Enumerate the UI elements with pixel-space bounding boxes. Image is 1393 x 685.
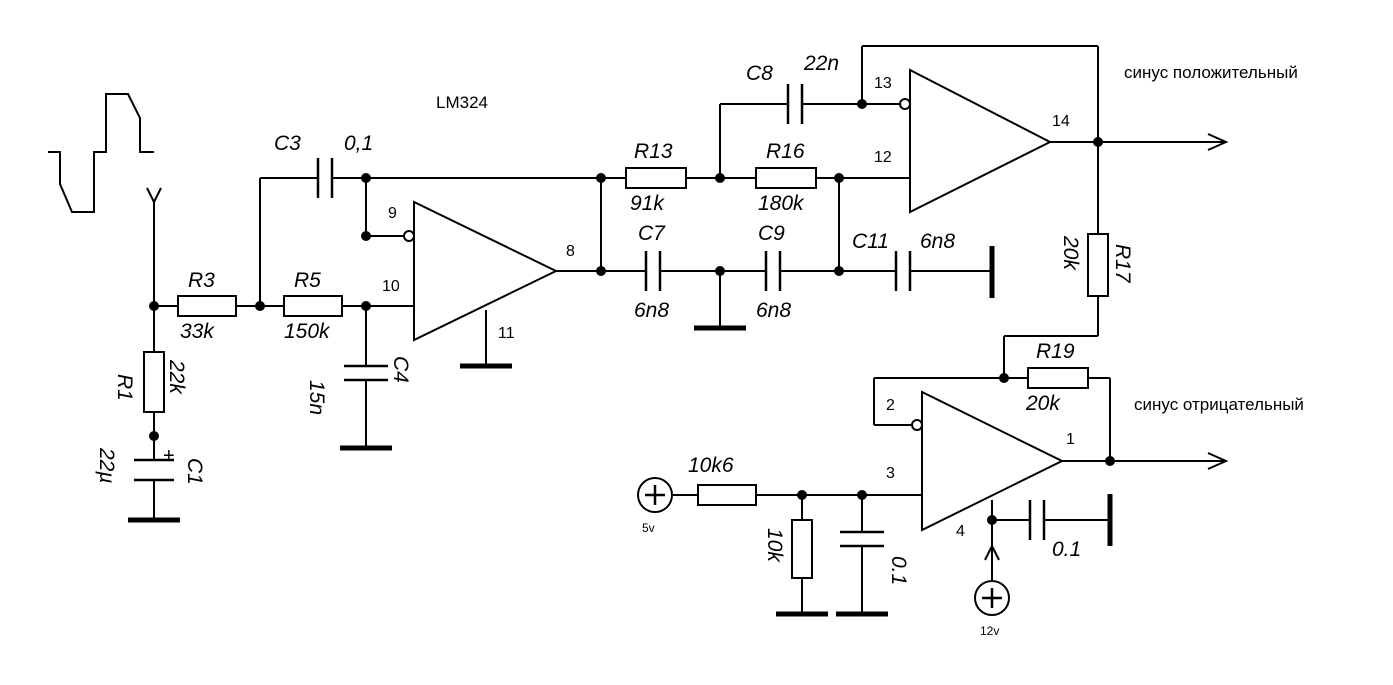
resistor-10k6: 10k6	[688, 454, 757, 506]
capacitor-c3: C3 0,1	[274, 132, 373, 198]
pin-3: 3	[886, 465, 895, 482]
r5-value: 150k	[284, 320, 331, 343]
r3-value: 33k	[180, 320, 215, 343]
c4-value: 15n	[305, 380, 328, 415]
capacitor-c9: C9 6n8	[756, 222, 791, 322]
resistor-r3: R3 33k	[177, 269, 237, 343]
c1-name: C1	[183, 458, 206, 485]
r16-value: 180k	[758, 192, 805, 215]
output-positive-arrow-icon	[1207, 133, 1229, 151]
resistor-r19: R19 20k	[1025, 340, 1089, 415]
resistor-10k: 10k	[763, 519, 813, 579]
resistor-r5: R5 150k	[283, 269, 343, 343]
c11-value: 6n8	[920, 230, 955, 253]
chip-label: LM324	[436, 93, 488, 112]
c1-value: 22µ	[95, 447, 118, 483]
opamp-2: 13 12 14	[874, 68, 1070, 214]
r13-value: 91k	[630, 192, 665, 215]
c9-name: C9	[758, 222, 785, 245]
r3-name: R3	[188, 269, 215, 292]
capacitor-c1: + C1 22µ	[95, 445, 206, 485]
wires-opamp-3	[672, 377, 1226, 614]
pin-14: 14	[1052, 113, 1070, 130]
r16-name: R16	[766, 140, 805, 163]
r5-name: R5	[294, 269, 321, 292]
r17-name: R17	[1111, 244, 1134, 284]
square-wave-icon	[48, 93, 154, 213]
opamp-3: 2 3 1 4	[886, 390, 1075, 540]
capacitor-c7: C7 6n8	[634, 222, 669, 322]
source-12v-icon	[974, 580, 1010, 616]
pin-10: 10	[382, 278, 400, 295]
c4-name: C4	[389, 356, 412, 383]
r-10k-value: 10k	[763, 528, 786, 563]
c7-name: C7	[638, 222, 666, 245]
source-5v-icon	[637, 477, 673, 513]
c3-name: C3	[274, 132, 301, 155]
output-positive-label: синус положительный	[1124, 63, 1298, 82]
r13-name: R13	[634, 140, 673, 163]
source-12v-label: 12v	[980, 624, 999, 638]
capacitor-divider: 0.1	[840, 530, 910, 585]
pin-11: 11	[498, 325, 515, 342]
wires-filter	[556, 45, 1226, 378]
output-negative-label: синус отрицательный	[1134, 395, 1304, 414]
source-5v-label: 5v	[642, 521, 655, 535]
c8-name: C8	[746, 62, 773, 85]
pin-2: 2	[886, 397, 895, 414]
junction-dots	[149, 99, 1115, 525]
pin-8: 8	[566, 243, 575, 260]
c-supply-value: 0.1	[1052, 538, 1081, 561]
pin-4: 4	[956, 523, 965, 540]
r1-name: R1	[113, 374, 136, 401]
c3-value: 0,1	[344, 132, 373, 155]
pin-13: 13	[874, 75, 892, 92]
r19-name: R19	[1036, 340, 1075, 363]
c11-name: C11	[852, 230, 889, 253]
resistor-r16: R16 180k	[755, 140, 817, 215]
c-divider-value: 0.1	[887, 556, 910, 585]
output-negative-arrow-icon	[1207, 452, 1229, 470]
capacitor-c11: C11 6n8	[852, 230, 955, 291]
pin-9: 9	[388, 205, 397, 222]
c8-value: 22n	[803, 52, 839, 75]
c7-value: 6n8	[634, 299, 669, 322]
r19-value: 20k	[1025, 392, 1061, 415]
resistor-r1: R1 22k	[113, 351, 188, 413]
opamp-1: 9 10 8 11	[382, 200, 575, 342]
capacitor-supply: 0.1	[1028, 500, 1081, 561]
supply-arrow-icon	[984, 543, 1000, 580]
pin-1: 1	[1066, 431, 1075, 448]
input-arrow-icon	[146, 187, 162, 306]
c9-value: 6n8	[756, 299, 791, 322]
r-10k6-value: 10k6	[688, 454, 734, 477]
pin-12: 12	[874, 149, 892, 166]
r1-value: 22k	[165, 359, 188, 395]
wires-input-network	[153, 177, 605, 520]
resistor-r13: R13 91k	[625, 140, 687, 215]
capacitor-c8: C8 22n	[746, 52, 839, 124]
resistor-r17: R17 20k	[1059, 233, 1134, 297]
c1-polarity: +	[163, 445, 175, 467]
r17-value: 20k	[1059, 235, 1082, 271]
capacitor-c4: C4 15n	[305, 356, 412, 415]
